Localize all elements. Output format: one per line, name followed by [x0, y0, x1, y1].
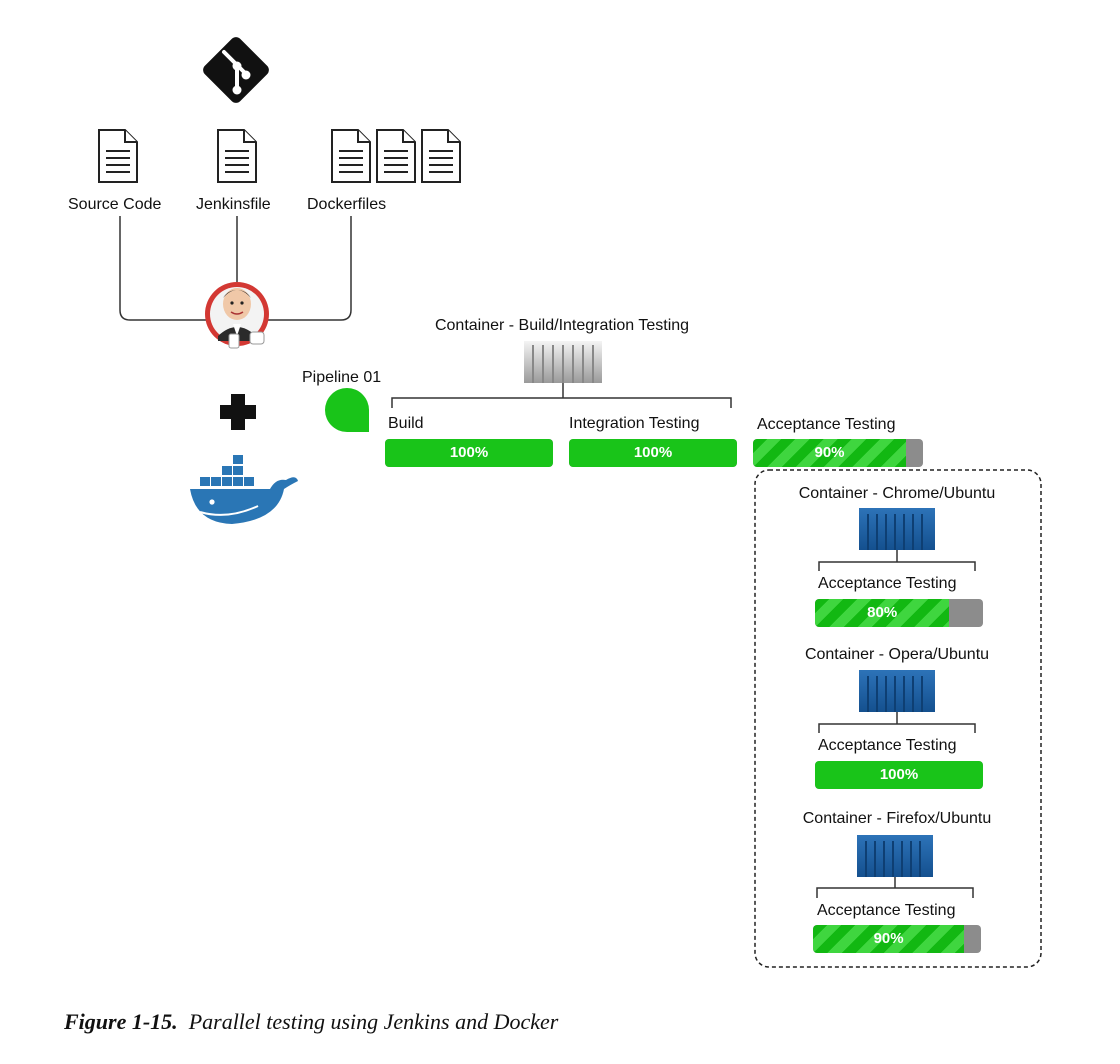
progress-fill	[385, 439, 553, 467]
progress-percent-label: 100%	[449, 444, 489, 461]
progress-percent-label: 100%	[879, 766, 919, 783]
progress-fill	[815, 761, 983, 789]
container-icon	[524, 341, 602, 383]
acceptance-label-firefox: Acceptance Testing	[817, 902, 956, 919]
docker-logo	[190, 455, 298, 524]
container-bracket	[816, 877, 974, 898]
progress-fill	[569, 439, 737, 467]
container-icon	[859, 508, 935, 550]
progress-opera: 100%	[815, 761, 983, 789]
acceptance-label-opera: Acceptance Testing	[818, 737, 957, 754]
stage-progress-acceptance: 90%	[753, 439, 923, 467]
document-icon	[331, 129, 461, 183]
figure-number: Figure 1-15.	[64, 1009, 178, 1034]
acceptance-label-chrome: Acceptance Testing	[818, 575, 957, 592]
progress-chrome: 80%	[815, 599, 983, 627]
parallel-group-box	[754, 469, 1042, 968]
figure-caption: Figure 1-15. Parallel testing using Jenk…	[64, 1009, 558, 1035]
figure-caption-text: Parallel testing using Jenkins and Docke…	[188, 1009, 559, 1034]
progress-percent-label: 90%	[873, 930, 904, 947]
container-bracket	[818, 712, 976, 733]
container-icon	[859, 670, 935, 712]
stage-progress-build: 100%	[385, 439, 553, 467]
stage-label-integration: Integration Testing	[569, 415, 700, 432]
stage-label-build: Build	[388, 415, 424, 432]
dockerfiles-label: Dockerfiles	[307, 196, 387, 213]
progress-fill	[753, 439, 906, 467]
plus-icon	[220, 394, 256, 430]
container-icon	[857, 835, 933, 877]
progress-percent-label: 90%	[814, 444, 845, 461]
source-connectors	[119, 216, 352, 321]
stage-progress-integration: 100%	[569, 439, 737, 467]
progress-percent-label: 100%	[633, 444, 673, 461]
stage-label-acceptance: Acceptance Testing	[757, 416, 896, 433]
jenkinsfile-label: Jenkinsfile	[196, 196, 271, 213]
source-code-label: Source Code	[68, 196, 162, 213]
container-bracket	[818, 550, 976, 571]
container-label-opera: Container - Opera/Ubuntu	[804, 646, 990, 663]
build-container-label: Container - Build/Integration Testing	[434, 317, 690, 334]
progress-fill	[815, 599, 950, 627]
git-icon	[203, 37, 269, 103]
progress-fill	[813, 925, 965, 953]
progress-firefox: 90%	[813, 925, 981, 953]
document-icon	[217, 129, 257, 183]
container-label-firefox: Container - Firefox/Ubuntu	[802, 810, 992, 827]
pipeline-bracket	[391, 383, 732, 408]
progress-percent-label: 80%	[867, 604, 898, 621]
pipeline-label: Pipeline 01	[302, 369, 382, 386]
pipeline-status-icon	[325, 388, 369, 432]
jenkins-logo	[205, 282, 269, 349]
container-label-chrome: Container - Chrome/Ubuntu	[798, 485, 996, 502]
document-icon	[98, 129, 138, 183]
